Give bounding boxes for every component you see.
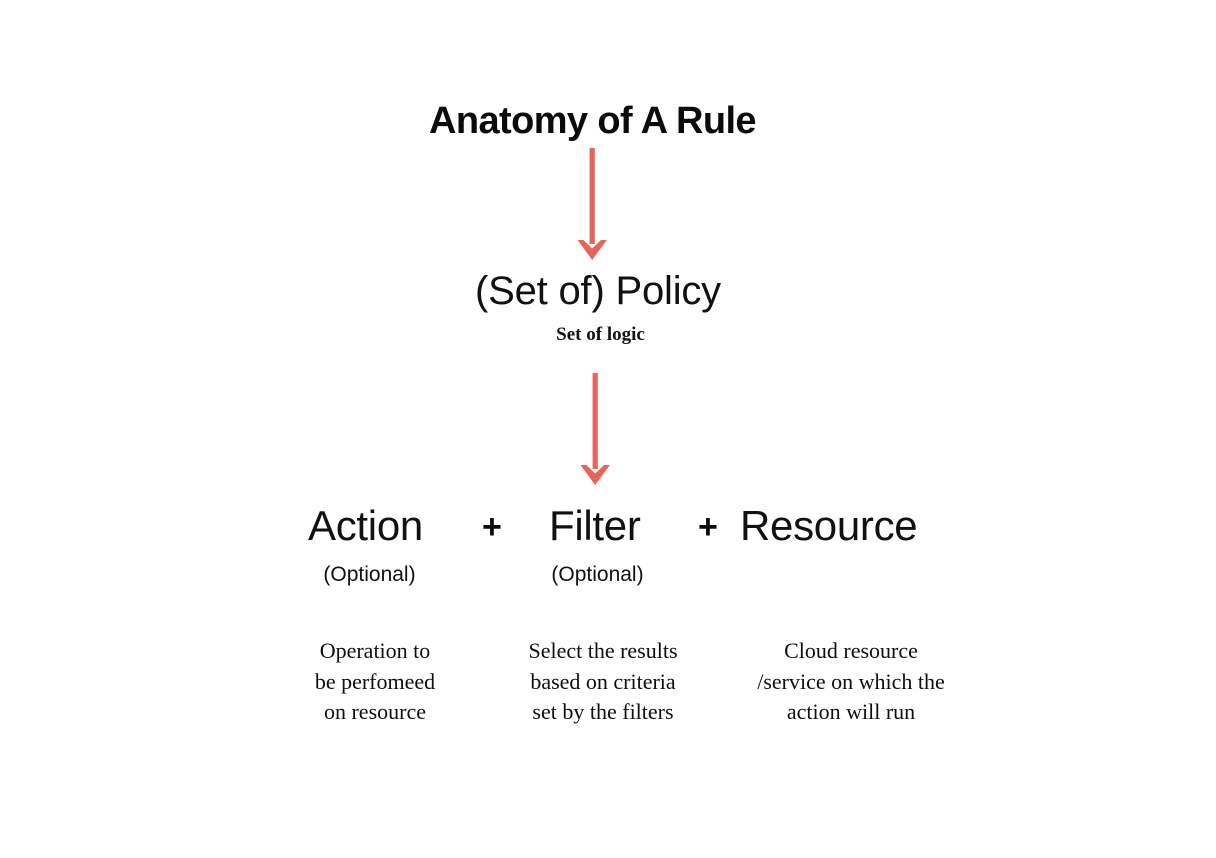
description-line: Operation to <box>319 638 431 663</box>
description-line: action will run <box>786 699 916 724</box>
description-resource: Cloud resource /service on which the act… <box>725 636 977 728</box>
component-label-action: Action <box>308 502 423 549</box>
description-line: set by the filters <box>532 699 674 724</box>
page-title: Anatomy of A Rule <box>429 100 756 142</box>
arrow-title-to-policy-icon <box>571 148 613 260</box>
description-filter: Select the results based on criteria set… <box>498 636 708 728</box>
optional-badge-filter: (Optional) <box>551 563 644 586</box>
plus-operator-1: + <box>482 508 502 546</box>
description-action: Operation to be perfomeed on resource <box>275 636 475 728</box>
component-label-filter: Filter <box>549 502 641 549</box>
description-line: be perfomeed <box>314 668 436 694</box>
policy-label: (Set of) Policy <box>475 269 721 313</box>
description-line: Cloud resource <box>784 638 918 663</box>
description-line: based on criteria <box>530 668 676 694</box>
component-label-resource: Resource <box>740 502 918 549</box>
arrow-policy-to-components-icon <box>574 373 616 485</box>
plus-operator-2: + <box>698 508 718 546</box>
components-row: Action + Filter + Resource <box>300 500 930 558</box>
description-line: Select the results <box>528 638 678 663</box>
optional-badge-action: (Optional) <box>323 563 416 586</box>
description-line: on resource <box>323 699 426 724</box>
policy-subtitle: Set of logic <box>556 324 645 345</box>
description-line: /service on which the <box>757 668 945 694</box>
